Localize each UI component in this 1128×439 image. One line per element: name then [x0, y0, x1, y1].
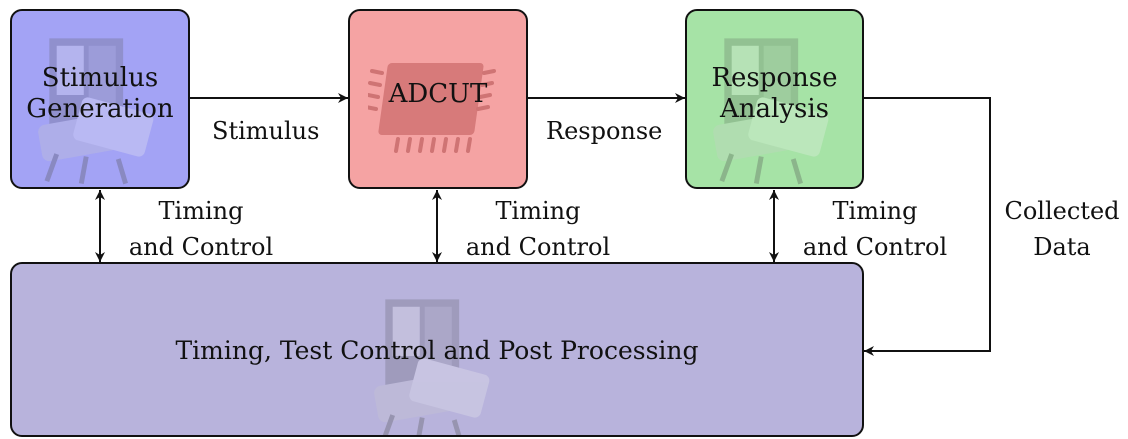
test-equipment-icon: [713, 38, 829, 185]
timing-control-2-line2: and Control: [465, 233, 611, 261]
post-processing-label: Timing, Test Control and Post Processing: [175, 336, 699, 365]
response-analysis-label-line1: Response: [711, 63, 838, 93]
collected-data-line1: Collected: [1004, 197, 1120, 225]
response-edge-label: Response: [546, 117, 663, 145]
stimulus-generation-label-line1: Stimulus: [41, 63, 159, 93]
timing-control-3-line2: and Control: [802, 233, 948, 261]
post-processing-block: Timing, Test Control and Post Processing: [10, 262, 864, 437]
timing-control-1-line2: and Control: [128, 233, 274, 261]
adcut-block: ADCUT: [348, 9, 528, 189]
test-equipment-icon: [374, 299, 490, 435]
stimulus-generation-label-line2: Generation: [26, 93, 174, 124]
stimulus-edge-label: Stimulus: [212, 117, 320, 145]
timing-control-1-line1: Timing: [158, 197, 244, 225]
adcut-label: ADCUT: [388, 79, 488, 109]
response-analysis-label-line2: Analysis: [719, 93, 830, 124]
timing-control-2-line1: Timing: [495, 197, 581, 225]
timing-control-label-3: Timing and Control: [790, 193, 960, 265]
timing-control-label-2: Timing and Control: [453, 193, 623, 265]
collected-data-label: Collected Data: [1000, 193, 1124, 265]
ic-chip-icon: [368, 63, 496, 153]
timing-control-label-1: Timing and Control: [116, 193, 286, 265]
test-equipment-icon: [38, 38, 154, 185]
collected-data-line2: Data: [1033, 233, 1091, 261]
stimulus-generation-block: Stimulus Generation: [10, 9, 190, 189]
timing-control-3-line1: Timing: [832, 197, 918, 225]
response-analysis-block: Response Analysis: [685, 9, 864, 189]
